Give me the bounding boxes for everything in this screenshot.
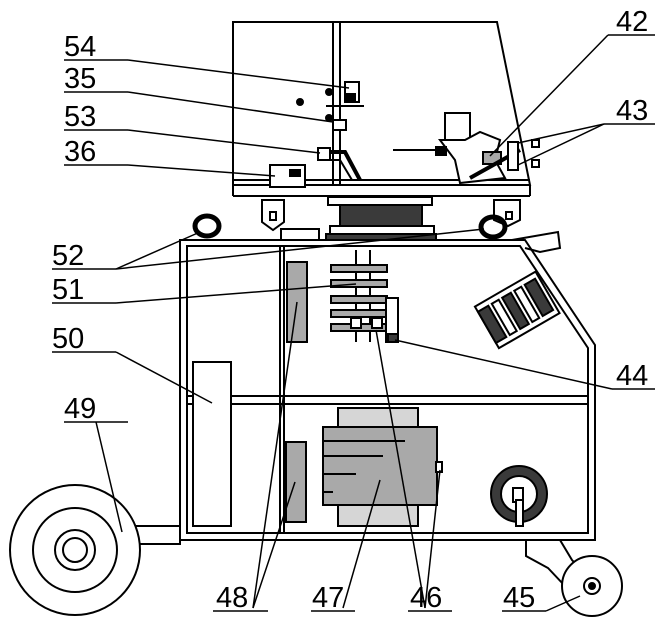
callout-52: 52 [52,240,84,272]
callout-35: 35 [64,63,96,95]
callout-53: 53 [64,101,96,133]
callout-50: 50 [52,323,84,355]
front-wheel [9,484,181,616]
callout-36: 36 [64,136,96,168]
leader-lines [52,34,655,612]
swivel-bearing [325,196,437,241]
callout-labels: 54 35 53 36 42 43 52 51 50 49 44 48 47 4… [52,6,648,614]
control-board [192,361,232,527]
cooling-fan [473,270,561,350]
callout-49: 49 [64,393,96,425]
wire-feed-internals [269,81,540,188]
lifting-eyes [192,213,508,240]
main-transformer [322,407,443,527]
callout-44: 44 [616,360,648,392]
callout-47: 47 [312,582,344,614]
callout-43: 43 [616,95,648,127]
callout-45: 45 [503,582,535,614]
callout-46: 46 [410,582,442,614]
rectifier-stack [330,250,399,343]
rear-castor [525,539,623,617]
callout-48: 48 [216,582,248,614]
callout-42: 42 [616,6,648,38]
wire-reel-drive [490,465,548,527]
callout-51: 51 [52,274,84,306]
callout-54: 54 [64,31,96,63]
